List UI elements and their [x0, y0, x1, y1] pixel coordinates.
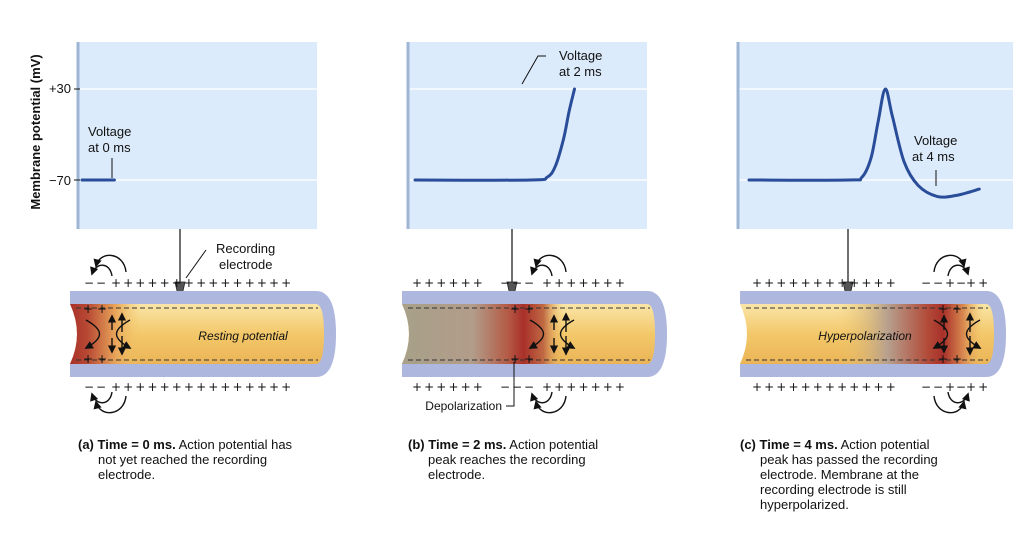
caption-c-line1: Action potential — [837, 437, 930, 452]
y-axis-title: Membrane potential (mV) — [28, 54, 43, 209]
svg-text:+: + — [510, 352, 520, 366]
depolarization-leader — [506, 362, 515, 407]
graph-b-background — [407, 42, 647, 229]
svg-text:−: − — [921, 380, 931, 394]
svg-text:+: + — [945, 380, 957, 394]
axon-a — [70, 291, 336, 377]
svg-text:+: + — [97, 352, 107, 366]
caption-c-line2: peak has passed the recording — [760, 452, 938, 467]
svg-text:−: − — [512, 276, 522, 290]
axon-b — [402, 291, 667, 377]
svg-text:++++++: ++++++ — [412, 276, 485, 290]
svg-text:−: − — [933, 276, 943, 290]
trace-c — [747, 87, 981, 199]
depolarization-label: Depolarization — [425, 399, 502, 413]
charge-signs-a: −− +++++++++++++++ −− +++++++++++++++ ++… — [83, 276, 293, 394]
caption-b-bold: Time = 2 ms. — [428, 437, 507, 452]
svg-text:+: + — [938, 352, 948, 366]
svg-text:−: − — [921, 276, 931, 290]
svg-text:++: ++ — [966, 380, 990, 394]
caption-a-line1: Action potential has — [175, 437, 293, 452]
svg-text:+: + — [938, 302, 948, 316]
svg-text:+: + — [945, 276, 957, 290]
svg-text:−: − — [84, 276, 94, 290]
svg-text:+++++++: +++++++ — [542, 380, 627, 394]
annotation-c-line1: Voltage — [914, 133, 957, 148]
svg-text:+: + — [952, 302, 962, 316]
svg-text:++++++: ++++++ — [412, 380, 485, 394]
svg-text:++++++++++++: ++++++++++++ — [752, 276, 898, 290]
current-loops-c — [932, 254, 982, 414]
current-loops-b — [528, 254, 576, 414]
y-tick-minus70: −70 — [49, 173, 71, 188]
annotation-b-line2: at 2 ms — [559, 64, 602, 79]
current-loops-a — [84, 254, 132, 414]
recording-electrode-leader — [185, 249, 207, 279]
recording-electrode-label-line1: Recording — [216, 241, 275, 256]
svg-text:−: − — [512, 380, 522, 394]
caption-b: (b) Time = 2 ms. Action potential peak r… — [408, 437, 698, 482]
annotation-a-line1: Voltage — [88, 124, 131, 139]
caption-a: (a) Time = 0 ms. Action potential has no… — [78, 437, 368, 482]
svg-text:++++++++++++: ++++++++++++ — [752, 380, 898, 394]
caption-c-line3: electrode. Membrane at the — [760, 467, 919, 482]
caption-b-line2: peak reaches the recording — [428, 452, 586, 467]
svg-text:+: + — [83, 352, 93, 366]
hyperpolarization-label: Hyperpolarization — [818, 329, 912, 343]
caption-b-line1: Action potential — [506, 437, 599, 452]
caption-b-tag: (b) — [408, 437, 425, 452]
svg-text:+: + — [97, 302, 107, 316]
caption-c-line5: hyperpolarized. — [760, 497, 849, 512]
svg-text:−: − — [500, 276, 510, 290]
y-tick-plus30: +30 — [49, 81, 71, 96]
caption-c: (c) Time = 4 ms. Action potential peak h… — [740, 437, 1010, 512]
annotation-b-leader — [521, 55, 546, 85]
svg-text:−: − — [500, 380, 510, 394]
svg-text:−: − — [524, 380, 534, 394]
graph-a-background — [77, 42, 317, 229]
svg-text:+++++++++++++++: +++++++++++++++ — [111, 276, 293, 290]
trace-b — [413, 87, 576, 182]
annotation-b-line1: Voltage — [559, 48, 602, 63]
annotation-c-line2: at 4 ms — [912, 149, 955, 164]
resting-potential-label: Resting potential — [198, 329, 288, 343]
axon-c — [740, 291, 1006, 377]
caption-c-bold: Time = 4 ms. — [759, 437, 838, 452]
svg-text:+: + — [83, 302, 93, 316]
charge-signs-c: ++++++++++++ −− + −++ ++++++++++++ −− + … — [752, 276, 990, 394]
svg-text:+: + — [524, 352, 534, 366]
svg-text:+: + — [524, 302, 534, 316]
svg-text:−: − — [956, 276, 966, 290]
svg-text:+++++++++++++++: +++++++++++++++ — [111, 380, 293, 394]
svg-text:++: ++ — [966, 276, 990, 290]
svg-text:+++++++: +++++++ — [542, 276, 627, 290]
recording-electrode-label-line2: electrode — [219, 257, 272, 272]
svg-text:−: − — [96, 276, 106, 290]
caption-a-tag: (a) — [78, 437, 94, 452]
caption-b-line3: electrode. — [428, 467, 486, 482]
svg-text:+: + — [952, 352, 962, 366]
svg-text:+: + — [510, 302, 520, 316]
graph-panel-a: Voltage at 0 ms — [74, 42, 317, 229]
svg-text:−: − — [524, 276, 534, 290]
caption-a-line2: not yet reached the recording — [98, 452, 268, 467]
svg-text:−: − — [933, 380, 943, 394]
caption-c-tag: (c) — [740, 437, 756, 452]
caption-a-line3: electrode. — [98, 467, 156, 482]
svg-text:−: − — [84, 380, 94, 394]
svg-text:−: − — [956, 380, 966, 394]
annotation-a-line2: at 0 ms — [88, 140, 131, 155]
charge-signs-b: ++++++ −−− +++++++ ++++++ −−− +++++++ ++… — [412, 276, 627, 394]
graph-panel-c: Voltage at 4 ms — [736, 42, 1013, 229]
caption-a-bold: Time = 0 ms. — [97, 437, 176, 452]
svg-text:−: − — [96, 380, 106, 394]
graph-panel-b: Voltage at 2 ms — [406, 42, 647, 229]
caption-c-line4: recording electrode is still — [760, 482, 907, 497]
